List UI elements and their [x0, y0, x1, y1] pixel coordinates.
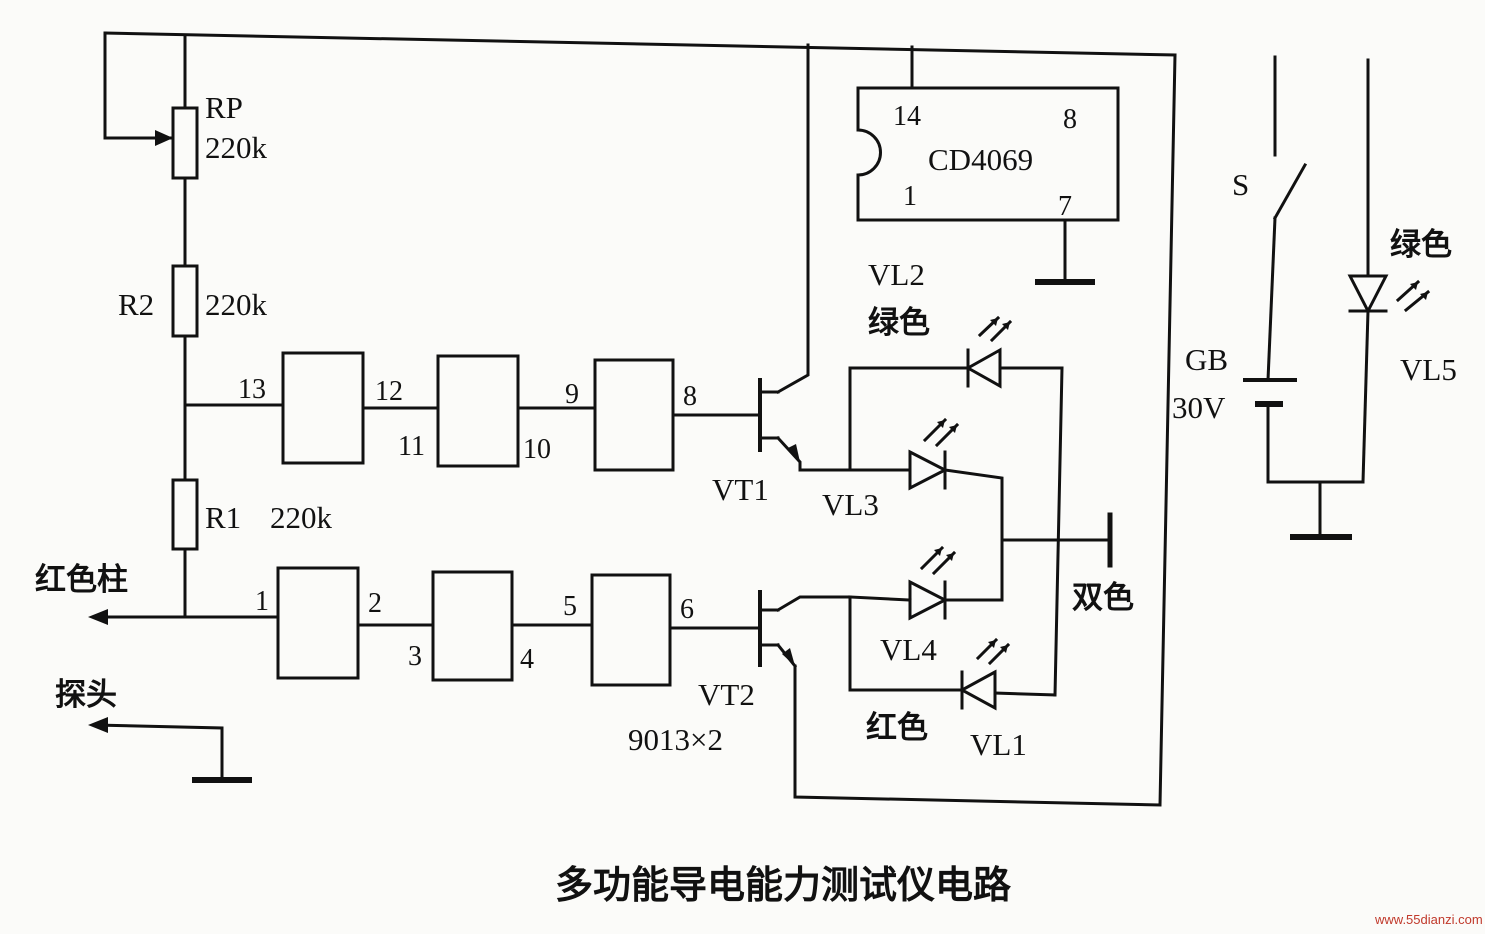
transistor-vt2: [758, 590, 795, 667]
battery-gb: [1243, 378, 1297, 407]
rp-label: RP: [205, 90, 243, 125]
r2-label: R2: [118, 287, 154, 322]
bicolor-label: 双色: [1072, 580, 1134, 616]
r2-value: 220k: [205, 287, 268, 322]
inverter-gate-5: [431, 570, 514, 682]
pin-8: 8: [683, 381, 697, 412]
pin-12: 12: [375, 376, 403, 407]
battery-voltage: 30V: [1172, 390, 1226, 425]
led-vl2: [964, 315, 1013, 389]
inverter-gate-4: [276, 566, 360, 680]
red-post-arrow-icon: [88, 609, 108, 625]
led-vl3: [908, 417, 960, 491]
ic-pin-8: 8: [1063, 104, 1077, 135]
inverter-gate-6: [590, 573, 672, 687]
watermark: www.55dianzi.com: [1374, 912, 1483, 927]
vt2-label: VT2: [698, 677, 755, 712]
vl3-label: VL3: [822, 487, 879, 522]
ic-name: CD4069: [928, 142, 1033, 177]
pin-6: 6: [680, 594, 694, 625]
vt1-label: VT1: [712, 472, 769, 507]
inverter-gate-3: [593, 358, 675, 472]
vl5-label: VL5: [1400, 352, 1457, 387]
pin-1: 1: [255, 586, 269, 617]
pin-10: 10: [523, 434, 551, 465]
led-vl1: [958, 637, 1011, 711]
transistor-type: 9013×2: [628, 722, 723, 757]
vl2-color: 绿色: [868, 305, 930, 341]
resistor-r1: [171, 478, 199, 551]
pin-13: 13: [238, 374, 266, 405]
ic-cd4069: [856, 86, 1120, 222]
led-vl4: [908, 545, 957, 621]
ic-pin-1: 1: [903, 181, 917, 212]
switch-s[interactable]: [1272, 162, 1308, 221]
battery-label: GB: [1185, 342, 1228, 377]
diagram-title: 多功能导电能力测试仪电路: [555, 863, 1012, 907]
resistor-r2: [171, 264, 199, 338]
r1-value: 220k: [270, 500, 333, 535]
pin-3: 3: [408, 641, 422, 672]
transistor-vt1: [758, 378, 800, 462]
switch-label: S: [1232, 167, 1249, 202]
rp-value: 220k: [205, 130, 268, 165]
ic-pin-7: 7: [1058, 191, 1072, 222]
vl5-color: 绿色: [1390, 227, 1452, 263]
resistor-rp: [171, 106, 199, 180]
red-post-label: 红色柱: [35, 562, 128, 598]
pin-11: 11: [398, 431, 425, 462]
ic-pin-14: 14: [893, 101, 921, 132]
vl1-label: VL1: [970, 727, 1027, 762]
vl2-label: VL2: [868, 257, 925, 292]
pin-5: 5: [563, 591, 577, 622]
pin-9: 9: [565, 379, 579, 410]
rp-wiper-arrow: [155, 130, 173, 146]
probe-arrow-icon: [88, 717, 108, 733]
probe-label: 探头: [55, 677, 117, 713]
pin-2: 2: [368, 588, 382, 619]
pin-4: 4: [520, 644, 534, 675]
vl1-color: 红色: [866, 710, 928, 746]
inverter-gate-2: [436, 354, 520, 468]
vl4-label: VL4: [880, 632, 937, 667]
wires: [93, 31, 1370, 807]
led-vl5: [1347, 274, 1431, 315]
r1-label: R1: [205, 500, 241, 535]
inverter-gate-1: [281, 351, 365, 465]
